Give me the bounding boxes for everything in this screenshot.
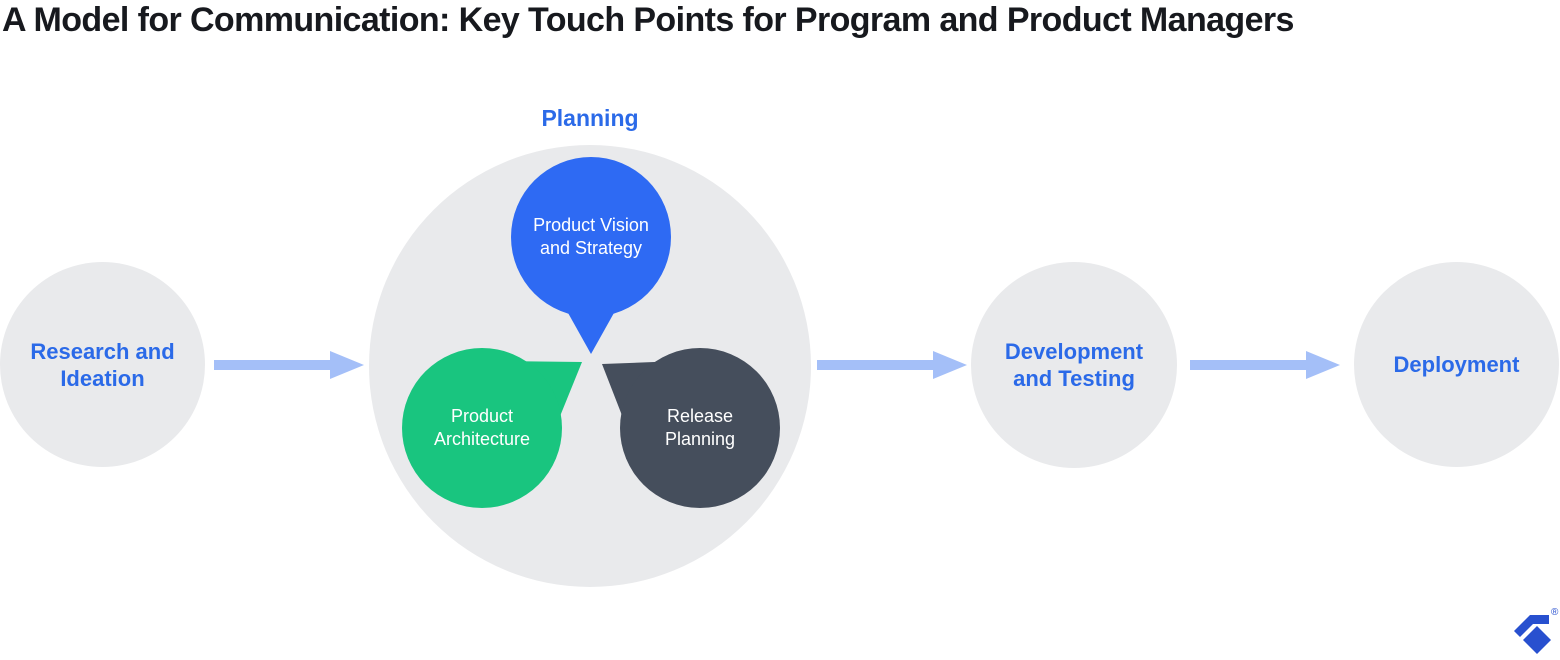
stage-development-label-line1: Development [1004,339,1144,364]
stage-deployment-circle: Deployment [1354,262,1559,467]
bubble-release-planning-line1: Release [666,406,734,426]
stage-deployment-label: Deployment [1394,351,1520,378]
toptal-logo-icon: ® [1514,607,1559,654]
bubble-product-architecture-shape [402,348,582,508]
bubble-release-planning-shape [602,348,780,508]
stage-research-circle: Research and Ideation [0,262,205,467]
arrow-right-icon [1190,351,1340,379]
planning-bubbles-group [402,157,780,508]
stage-deployment-label-line1: Deployment [1393,352,1520,377]
bubble-product-architecture-line2: Architecture [433,429,531,449]
registered-trademark-symbol: ® [1551,607,1559,618]
stage-planning-label: Planning [541,105,639,131]
stage-research-label-line2: Ideation [60,365,145,391]
stage-research-label-line1: Research and [30,338,175,364]
stage-development-label-line2: and Testing [1013,366,1135,391]
bubble-product-vision-line2: and Strategy [539,238,643,258]
diagram-title: A Model for Communication: Key Touch Poi… [2,1,1294,39]
arrow-right-icon [214,351,364,379]
arrow-right-icon [817,351,967,379]
stage-development-label: Development and Testing [1005,338,1143,392]
stage-development-circle: Development and Testing [971,262,1177,468]
bubble-product-vision-label: Product Vision and Strategy [491,214,691,260]
bubble-release-planning-line2: Planning [664,429,736,449]
bubble-product-architecture-label: Product Architecture [382,405,582,451]
bubble-product-vision-line1: Product Vision [533,215,649,235]
bubble-product-vision-shape [511,157,671,354]
stage-research-label: Research and Ideation [30,338,174,392]
bubble-product-architecture-line1: Product [450,406,514,426]
bubble-release-planning-label: Release Planning [600,405,800,451]
